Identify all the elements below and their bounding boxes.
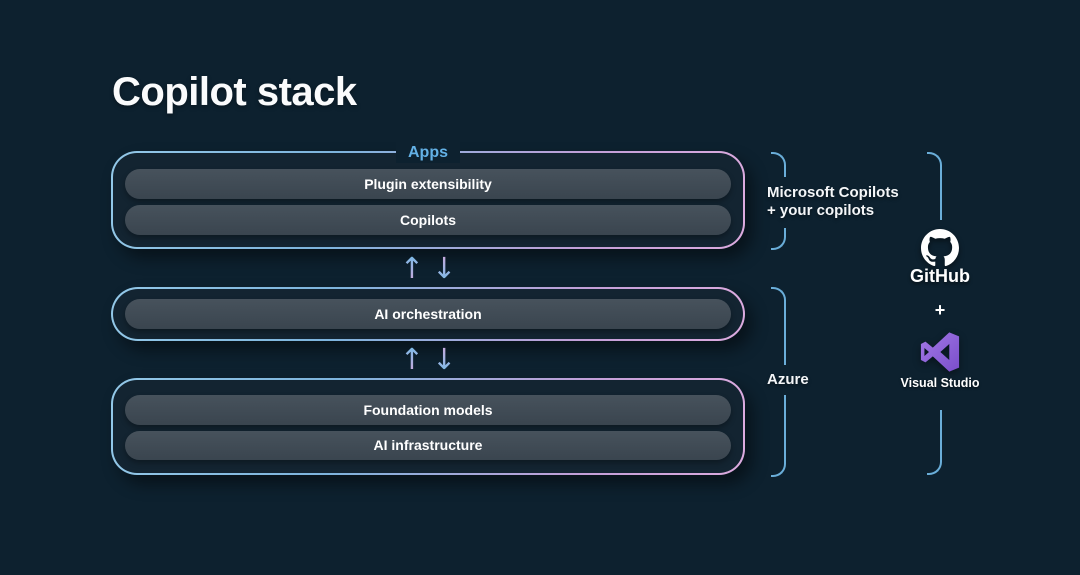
up-arrow-icon: ↑ xyxy=(399,342,424,376)
microsoft-copilots-label: Microsoft Copilots + your copilots xyxy=(767,184,899,220)
up-arrow-icon: ↑ xyxy=(399,251,424,285)
apps-group-container: Apps Plugin extensibility Copilots xyxy=(111,142,745,249)
down-arrow-icon: ↓ xyxy=(432,251,457,285)
azure-label: Azure xyxy=(767,371,809,388)
bidirectional-arrows-apps-orchestration: ↑ ↓ xyxy=(111,250,745,286)
visual-studio-icon xyxy=(920,332,960,372)
tools-bracket xyxy=(927,152,942,475)
pill-plugin-extensibility: Plugin extensibility xyxy=(125,169,731,199)
orchestration-group-container: AI orchestration xyxy=(111,287,745,341)
bracket-segment xyxy=(927,410,942,475)
tools-column: GitHub + Visual Studio xyxy=(896,229,984,390)
down-arrow-icon: ↓ xyxy=(432,342,457,376)
bidirectional-arrows-orchestration-foundation: ↑ ↓ xyxy=(111,341,745,377)
github-label: GitHub xyxy=(910,266,970,286)
plus-sign: + xyxy=(934,300,946,320)
github-icon xyxy=(921,229,959,267)
bracket-segment xyxy=(771,395,786,477)
foundation-group-container: Foundation models AI infrastructure xyxy=(111,378,745,475)
apps-group-label: Apps xyxy=(396,142,460,163)
bracket-segment xyxy=(927,152,942,220)
pill-ai-infrastructure: AI infrastructure xyxy=(125,430,731,460)
azure-bracket xyxy=(771,287,786,477)
pill-ai-orchestration: AI orchestration xyxy=(125,299,731,329)
pill-copilots: Copilots xyxy=(125,205,731,235)
bracket-segment xyxy=(771,152,786,177)
page-title: Copilot stack xyxy=(112,70,357,114)
pill-foundation-models: Foundation models xyxy=(125,395,731,425)
microsoft-copilots-bracket xyxy=(771,152,786,250)
microsoft-copilots-line2: + your copilots xyxy=(767,202,875,219)
bracket-segment xyxy=(771,287,786,365)
bracket-segment xyxy=(771,228,786,250)
microsoft-copilots-line1: Microsoft Copilots xyxy=(767,184,899,201)
visual-studio-label: Visual Studio xyxy=(900,376,980,390)
